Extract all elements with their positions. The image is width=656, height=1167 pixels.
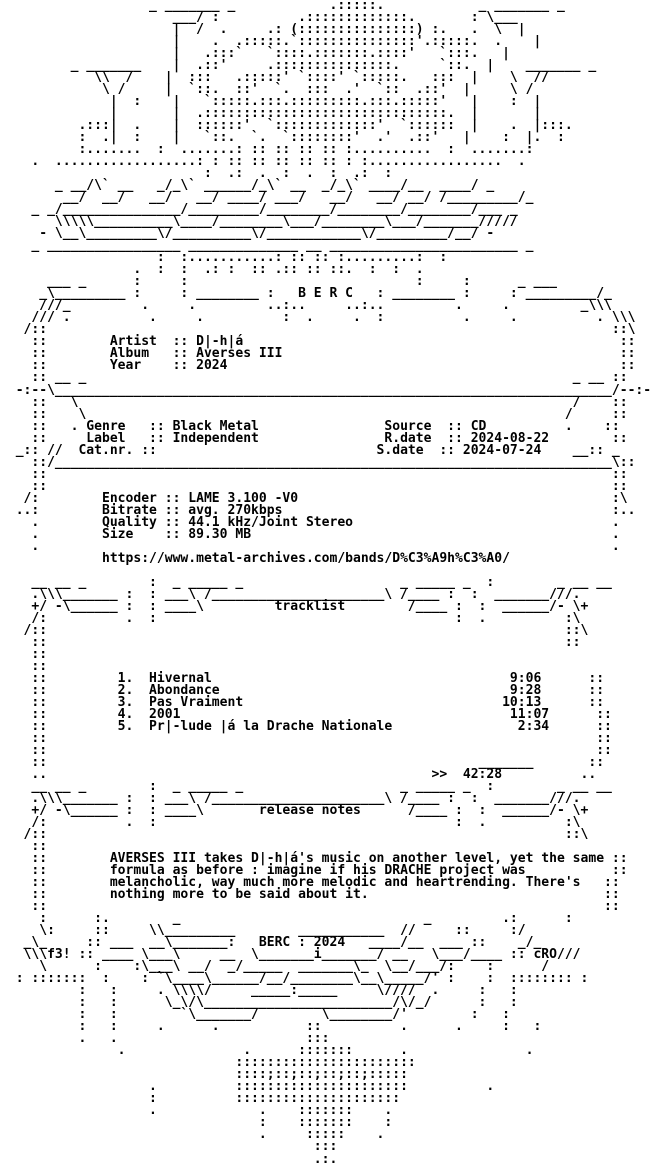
nfo-line: /: . : : . :\ [0, 815, 581, 831]
nfo-line: /: . : : . :\ [0, 610, 581, 626]
nfo-line: . ::::: . [0, 1127, 385, 1143]
nfo-line: :: [0, 658, 48, 674]
nfo-line: __ __ _ : _ _____ _ _ _____ _ : _ __ __ [0, 574, 612, 590]
nfo-line: /: Encoder :: LAME 3.100 -V0 :\ [0, 490, 628, 506]
nfo-line: . ..................: : :: :: :: :: :: :… [0, 154, 526, 170]
nfo-line: :: 2. Abondance 9:28 :: [0, 682, 605, 698]
nfo-line: :: AVERSES III takes D|-h|á's music on a… [0, 851, 628, 867]
nfo-line: . Quality :: 44.1 kHz/Joint Stereo . [0, 514, 620, 530]
nfo-line: | .:::` `::::.:::::::.::::' `:::. | [0, 46, 510, 62]
nfo-line: ::::;::;::;::;::;::::: [0, 1067, 408, 1083]
nfo-line: \\\\\__________\____/________\___/______… [0, 214, 518, 230]
nfo-line: /// . . . : . . : . . . \\\ [0, 310, 636, 326]
nfo-line: :: :: [0, 730, 612, 746]
nfo-line: . . ::::::: . . [0, 1043, 534, 1059]
nfo-line: +/ -\______ : : ____\ release notes /___… [0, 803, 589, 819]
nfo-line: :: 5. Pr|-lude |á la Drache Nationale 2:… [0, 718, 612, 734]
nfo-line: : .| : | `::. `. `::::::::' .' .::' | : … [0, 130, 565, 146]
nfo-line: : .: . : . : .: : [0, 166, 393, 182]
nfo-line: : : . . :: . . : : [0, 1019, 542, 1035]
nfo-line: https://www.metal-archives.com/bands/D%C… [0, 550, 510, 566]
nfo-line: :: :: [0, 634, 581, 650]
nfo-line: :: melancholic, way much more melodic an… [0, 875, 620, 891]
nfo-line: : :. _ _ .: : [0, 911, 573, 927]
nfo-line: \\\f3! :: ____ \___\ __ \_______i_______… [0, 947, 581, 963]
nfo-line: __ __ _ : _ _____ _ _ _____ _ : _ __ __ [0, 779, 612, 795]
nfo-line: | | .:::::::::::::::::::::::::::::::. | … [0, 106, 542, 122]
nfo-line: | . .:::::.`:::::::::::::::'.:::::. . | [0, 34, 542, 50]
nfo-line: :: formula as before : imagine if his DR… [0, 863, 628, 879]
nfo-line: /:: ::\ [0, 622, 589, 638]
nfo-line: :: 4. 2001 11:07 :: [0, 706, 612, 722]
nfo-line: ///_ . . ..:.. ..:.. . . _\\\ [0, 298, 612, 314]
nfo-line: :: nothing more to be said about it. :: [0, 887, 620, 903]
nfo-line: :: \ / :: [0, 406, 628, 422]
nfo-line: _ _______ | .::' .:::::::::::::::. `::. … [0, 58, 597, 74]
nfo-line: : : \_\/\________________________/\/_/ :… [0, 995, 518, 1011]
nfo-line: . Size :: 89.30 MB . [0, 526, 620, 542]
nfo-line: _\_________ : : ________ : B E R C : ___… [0, 286, 612, 302]
nfo-line: /:: ::\ [0, 322, 636, 338]
nfo-line: . . [0, 538, 620, 554]
nfo-line: | : | `:::::.:::.:::::::::.:::.:::::' | … [0, 94, 542, 110]
nfo-line: ___ _ : : : : _ ___ [0, 274, 557, 290]
nfo-line: : ::::::::::::::::::::: [0, 1091, 401, 1107]
nfo-line: .:. [0, 1151, 338, 1167]
nfo-line: : ::::::: : [0, 1115, 393, 1131]
nfo-line: :: 3. Pas Vraiment 10:13 :: [0, 694, 605, 710]
nfo-line: .. >> 42:28 .. [0, 767, 597, 782]
nfo-line: | / . .: (:::::::::::::::) :. . \ | [0, 22, 526, 38]
nfo-line: :: 1. Hivernal 9:06 :: [0, 670, 605, 686]
nfo-line: :: [0, 839, 48, 855]
nfo-line: .\\\_______ : : ___\ /__________________… [0, 586, 581, 602]
nfo-line: . . ::::::: . [0, 1103, 393, 1119]
nfo-line: \ : :\___\ __/ _/_____ _______\_ \__/___… [0, 959, 550, 975]
nfo-line: :: :: [0, 478, 628, 494]
nfo-line: \\ / | ::: .:::::' `::::' `:::::. ::: | … [0, 70, 550, 86]
nfo-line: ::::::::::::::::::::::: [0, 1055, 416, 1071]
nfo-line: ..: Bitrate :: avg. 270kbps :.. [0, 502, 636, 518]
nfo-line: :: _______ :: [0, 754, 605, 770]
nfo-line: ::/_____________________________________… [0, 454, 636, 470]
nfo-line: :: . Genre :: Black Metal Source :: CD .… [0, 418, 620, 434]
nfo-line: . :::::::::::::::::::::: . [0, 1079, 495, 1095]
nfo-line: :: Year :: 2024 :: [0, 358, 636, 374]
nfo-line: .:::| . | ::::::' `:::::::::::::' `:::::… [0, 118, 573, 134]
nfo-line: ::: [0, 1139, 338, 1155]
nfo-line: : : . \\\\/ _____:_____ \//// . : : [0, 983, 518, 999]
nfo-line: : : `\_______/ \________/' : : [0, 1007, 510, 1023]
nfo-line: \: :: \\_________ ___________ // :: :/ [0, 923, 526, 939]
nfo-line: /:: ::\ [0, 827, 589, 843]
nfo-line: :....... : .......: :: :: :: :: :.......… [0, 142, 534, 158]
nfo-line: :: :: [0, 466, 628, 482]
nfo-line: \ / | `::. ::' `. ::: .' `:: .::' | \ / [0, 82, 534, 98]
nfo-line: :: Label :: Independent R.date :: 2024-0… [0, 430, 628, 446]
nfo-line: _ _/_______________/_________/________/_… [0, 202, 518, 218]
nfo-line: __/ __/ __/ __/ ____/ ___/ __/ __/ __/ /… [0, 190, 534, 206]
nfo-line: .\\\_______ : : ___\ /__________________… [0, 791, 581, 807]
nfo-line: ___/ : .:::::::::::::. : \___ [0, 10, 518, 26]
nfo-line: . . ::: [0, 1031, 330, 1047]
nfo-line: :: [0, 646, 48, 662]
nfo-line: _ _______ _ .:::::. _ _______ _ [0, 0, 565, 13]
nfo-line: : ::::::: : : `\____\______/__/________\… [0, 971, 589, 987]
nfo-line: _ _________________ ______________ __ __… [0, 238, 534, 254]
nfo-line: _\_ :: ___ __\_______: BERC : 2024 ____/… [0, 935, 542, 951]
nfo-line: :: \ / :: [0, 394, 628, 410]
nfo-line: :: Album :: Averses III :: [0, 346, 636, 362]
nfo-line: :: __ _ _ __ :: [0, 370, 628, 386]
nfo-line: -:--\___________________________________… [0, 382, 652, 398]
nfo-line: +/ -\______ : : ____\ tracklist /____ : … [0, 598, 589, 614]
nfo-line: :: Artist :: D|-h|á :: [0, 334, 636, 350]
nfo-line: :: :: [0, 899, 620, 915]
nfo-line: . : : .: : :: .:: :: ::. : : . [0, 262, 424, 278]
nfo-line: : :...........: :: :: :.........: : [0, 250, 448, 266]
nfo-line: :: :: [0, 742, 612, 758]
nfo-line: _ __/\` __ _/_\` ______/_\` __ _/_\` ___… [0, 178, 495, 194]
nfo-line: - \__\_________\/__________\/___________… [0, 226, 495, 242]
nfo-line: _:: // Cat.nr. :: S.date :: 2024-07-24 _… [0, 442, 620, 458]
